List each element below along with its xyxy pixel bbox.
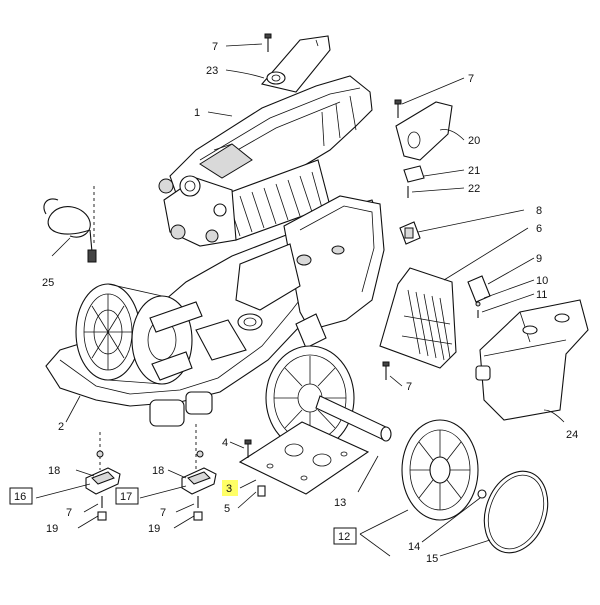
highlight-marker — [222, 480, 238, 496]
cover-plate-part — [260, 35, 331, 93]
callout-7-foot-right: 7 — [160, 507, 166, 519]
callout-7-mid: 7 — [406, 381, 412, 393]
callout-1: 1 — [194, 107, 200, 119]
callout-20: 20 — [468, 135, 480, 147]
foot-right-part — [181, 424, 217, 521]
callout-13: 13 — [334, 497, 346, 509]
callout-25: 25 — [42, 277, 54, 289]
callout-23: 23 — [206, 65, 218, 77]
callout-10: 10 — [536, 275, 548, 287]
callout-5: 5 — [224, 503, 230, 515]
bolt-part — [244, 439, 266, 497]
callout-19-left: 19 — [46, 523, 58, 535]
mounting-plate-part — [238, 421, 370, 495]
callout-2: 2 — [58, 421, 64, 433]
callout-17: 17 — [120, 491, 132, 503]
washer-part — [477, 489, 487, 499]
callout-9: 9 — [536, 253, 542, 265]
callout-18-left: 18 — [48, 465, 60, 477]
callout-8: 8 — [536, 205, 542, 217]
callout-labels: 7 23 1 7 20 21 22 8 6 25 9 10 11 7 24 2 … — [9, 41, 578, 565]
hose-reel-part — [75, 283, 203, 385]
callout-7-top: 7 — [212, 41, 218, 53]
callout-3: 3 — [226, 483, 232, 495]
tyre-ring-part — [483, 470, 549, 554]
callout-15: 15 — [426, 553, 438, 565]
right-wheel-part — [401, 419, 479, 521]
detergent-tank-part — [475, 299, 589, 421]
grille-part — [379, 267, 457, 380]
clip-part — [399, 221, 421, 245]
callout-22: 22 — [468, 183, 480, 195]
foot-left-part — [85, 432, 121, 521]
screw-part — [264, 33, 272, 52]
callout-12: 12 — [338, 531, 350, 543]
bracket-part — [394, 99, 453, 198]
callout-6: 6 — [536, 223, 542, 235]
left-wheel-part — [265, 345, 392, 451]
callout-21: 21 — [468, 165, 480, 177]
callout-16: 16 — [14, 491, 26, 503]
callout-19-right: 19 — [148, 523, 160, 535]
callout-14: 14 — [408, 541, 420, 553]
callout-7-right: 7 — [468, 73, 474, 85]
callout-4: 4 — [222, 437, 228, 449]
pump-motor-part — [158, 159, 331, 247]
callout-18-right: 18 — [152, 465, 164, 477]
leader-lines — [35, 43, 565, 557]
callout-7-foot-left: 7 — [66, 507, 72, 519]
callout-11: 11 — [536, 289, 547, 301]
cable-part — [43, 186, 97, 263]
callout-24: 24 — [566, 429, 578, 441]
